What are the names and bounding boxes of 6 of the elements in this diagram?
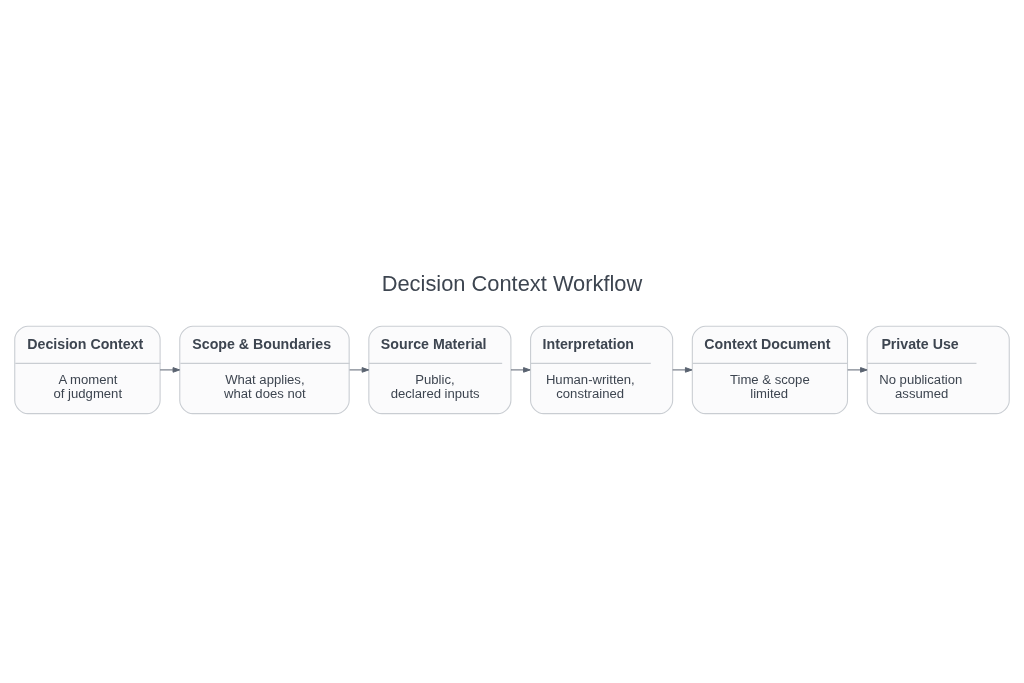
- arrow: [847, 367, 868, 373]
- arrow: [159, 367, 181, 373]
- arrow: [349, 367, 370, 373]
- diagram-title: Decision Context Workflow: [381, 271, 643, 297]
- arrow: [510, 367, 531, 373]
- arrow: [672, 367, 693, 373]
